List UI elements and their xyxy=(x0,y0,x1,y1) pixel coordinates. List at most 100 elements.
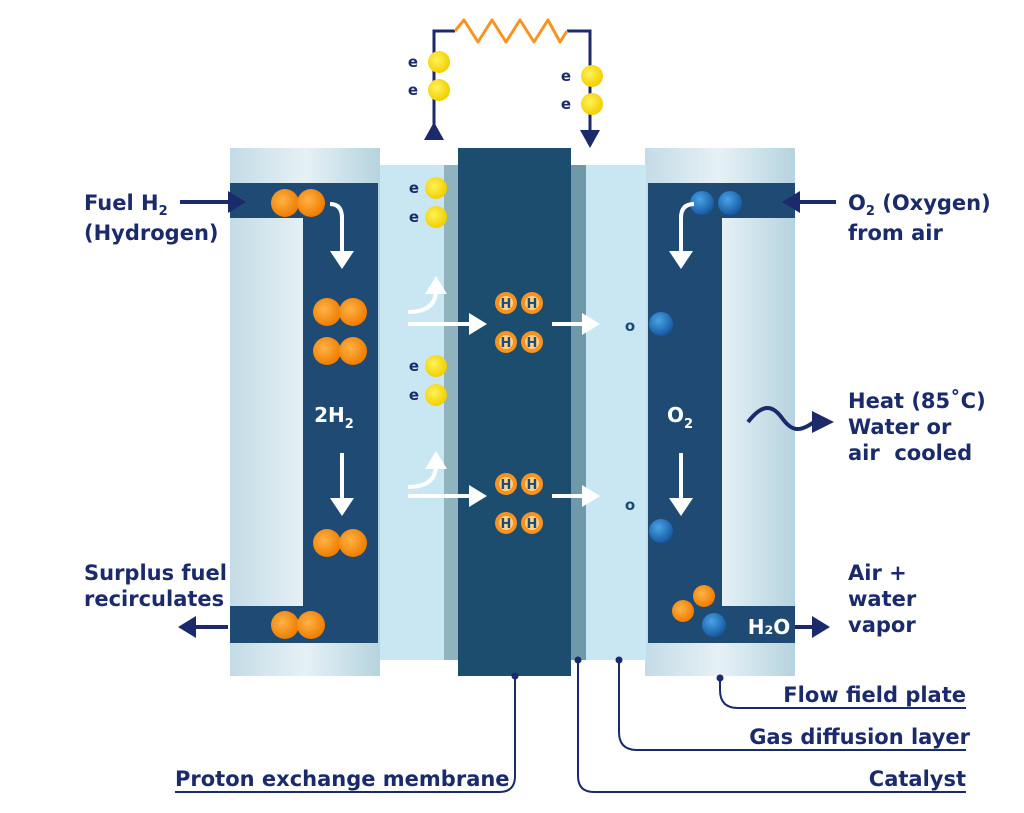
resistor-icon xyxy=(453,18,569,44)
electron-gdl-2 xyxy=(425,206,447,228)
proton-3-core xyxy=(499,335,513,349)
proton-exchange-membrane-label: Proton exchange membrane xyxy=(175,767,510,791)
water-hydrogen-atom-a xyxy=(672,600,694,622)
proton-exchange-membrane xyxy=(458,148,571,676)
proton-7-label: H xyxy=(501,517,512,532)
heat-label: Heat (85˚C) Water or air cooled xyxy=(848,388,986,466)
catalyst-layer-anode xyxy=(444,165,458,660)
catalyst-layer-cathode xyxy=(571,165,586,660)
hydrogen-molecule-1-atom-a xyxy=(313,298,341,326)
proton-arrow-2-head xyxy=(469,485,487,507)
leader-catalyst xyxy=(577,660,966,793)
proton-7-core xyxy=(499,516,513,530)
arrow-down-icon xyxy=(580,130,600,148)
gas-diffusion-layer-cathode xyxy=(586,165,646,660)
vapor-text: vapor xyxy=(848,613,916,637)
electron-circuit-right-1 xyxy=(581,65,603,87)
catalyst-label: Catalyst xyxy=(868,767,966,791)
recirculates-text: recirculates xyxy=(84,587,225,611)
oxygen-atom-1 xyxy=(649,312,673,336)
hydrogen-molecule-2-atom-a xyxy=(313,337,341,365)
hydrogen-molecule-outlet-atom-a xyxy=(271,611,299,639)
proton-3-label: H xyxy=(501,336,512,351)
heat-text: Heat (85˚C) xyxy=(848,389,986,413)
electron-circuit-left-1 xyxy=(428,51,450,73)
electron-gdl-3 xyxy=(425,355,447,377)
oxygen-atom-2-label: o xyxy=(625,496,635,514)
electron-circuit-right-2 xyxy=(581,93,603,115)
flow-arrow-cathode-bend xyxy=(679,202,695,219)
fuel-h2-label: Fuel H2 (Hydrogen) xyxy=(84,190,219,246)
air-cooled-text: air cooled xyxy=(848,441,973,465)
proton-8-core xyxy=(525,516,539,530)
proton-5-core xyxy=(499,477,513,491)
hydrogen-molecule-2-atom-b xyxy=(339,337,367,365)
circuit-wire-left xyxy=(432,29,455,136)
electron-gdl-2-label: e xyxy=(409,208,419,226)
proton-6-label: H xyxy=(527,478,538,493)
hydrogen-molecule-inlet-atom-b xyxy=(297,189,325,217)
arrow-up-icon xyxy=(424,122,444,140)
air-plus-text: Air + xyxy=(848,561,907,585)
leader-dot-gas-diffusion-layer xyxy=(615,656,623,664)
oxygen-atom-2 xyxy=(649,519,673,543)
oxygen-molecule-inlet-a xyxy=(690,191,714,215)
leader-flow-field-plate xyxy=(719,678,966,709)
o2-subscript: 2 xyxy=(865,204,875,219)
oxygen-molecule-inlet-b xyxy=(718,191,742,215)
hydrogen-molecule-3-atom-b xyxy=(339,529,367,557)
surplus-fuel-label: Surplus fuel recirculates xyxy=(84,560,227,612)
o2-text: O xyxy=(848,191,866,215)
heat-arrow-head xyxy=(812,411,834,433)
hydrogen-text: (Hydrogen) xyxy=(84,221,219,245)
electron-circuit-left-2-label: e xyxy=(408,81,418,99)
proton-4-label: H xyxy=(527,336,538,351)
fuel-h2-text: Fuel H xyxy=(84,191,159,215)
oxygen-atom-1-label: o xyxy=(625,317,635,335)
proton-2-label: H xyxy=(527,297,538,312)
hydrogen-molecule-3-atom-a xyxy=(313,529,341,557)
surplus-outlet-arrow-head xyxy=(178,616,196,638)
oxygen-word: (Oxygen) xyxy=(874,191,991,215)
flow-field-plate-label: Flow field plate xyxy=(783,683,966,707)
proton-arrow-1-head xyxy=(469,313,487,335)
leader-dot-catalyst xyxy=(574,656,582,664)
water-text: water xyxy=(848,587,917,611)
hydrogen-molecule-1-atom-b xyxy=(339,298,367,326)
flow-arrow-anode-bend xyxy=(329,202,344,219)
electron-curve-arrow-2-head xyxy=(425,451,447,469)
electron-gdl-1 xyxy=(425,177,447,199)
cathode-flow-channel xyxy=(648,183,795,643)
air-water-vapor-label: Air + water vapor xyxy=(848,560,916,638)
electron-gdl-1-label: e xyxy=(409,179,419,197)
proton-arrow-3-head xyxy=(582,313,600,335)
leader-gas-diffusion-layer xyxy=(618,660,966,751)
flow-arrow-cathode-bottom-head xyxy=(669,498,693,516)
proton-2-core xyxy=(525,296,539,310)
proton-8-label: H xyxy=(527,517,538,532)
water-hydrogen-atom-b xyxy=(693,585,715,607)
proton-4-core xyxy=(525,335,539,349)
flow-arrow-anode-top-head xyxy=(330,251,354,269)
proton-6-core xyxy=(525,477,539,491)
anode-flow-channel xyxy=(230,183,378,643)
leader-proton-exchange-membrane xyxy=(175,676,516,793)
hydrogen-molecule-outlet-atom-b xyxy=(297,611,325,639)
fuel-inlet-arrow-head xyxy=(228,191,246,213)
heat-wave-icon xyxy=(746,406,816,431)
proton-5-label: H xyxy=(501,478,512,493)
hydrogen-molecule-inlet-atom-a xyxy=(271,189,299,217)
oxygen-label: O2 (Oxygen) from air xyxy=(848,190,991,246)
flow-arrow-anode-bottom-head xyxy=(330,498,354,516)
flow-arrow-cathode-top-head xyxy=(669,251,693,269)
proton-arrow-4-head xyxy=(582,485,600,507)
oxygen-inlet-arrow-head xyxy=(782,191,800,213)
gas-diffusion-layer-label: Gas diffusion layer xyxy=(749,725,970,749)
leader-dot-membrane xyxy=(511,672,519,680)
electron-gdl-3-label: e xyxy=(409,357,419,375)
air-outlet-arrow-head xyxy=(812,616,830,638)
water-out-label: H₂O xyxy=(748,615,791,639)
electron-circuit-right-2-label: e xyxy=(561,95,571,113)
